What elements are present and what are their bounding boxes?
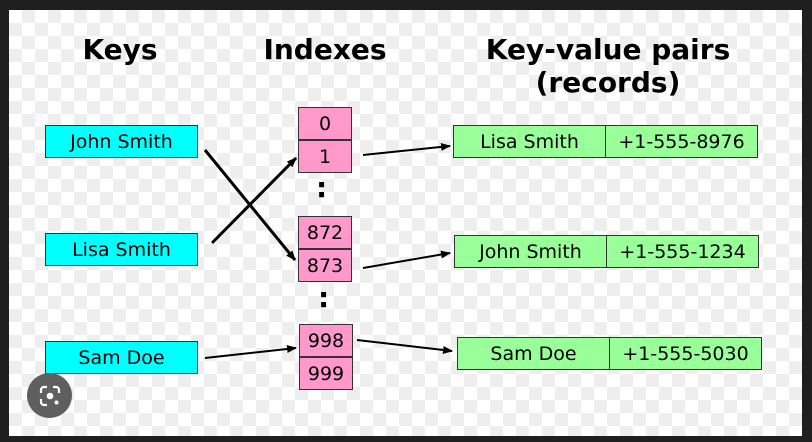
index-cell: 998 — [299, 324, 353, 357]
heading-records: Key-value pairs — [485, 33, 731, 66]
index-cell: 873 — [298, 249, 352, 282]
record-name: Sam Doe — [457, 337, 610, 370]
camera-lens-icon — [39, 385, 60, 406]
arrow — [210, 156, 298, 245]
heading-indexes: Indexes — [263, 33, 387, 66]
ellipsis: : — [316, 171, 328, 204]
key-box: John Smith — [45, 125, 198, 158]
ellipsis: : — [318, 281, 330, 314]
index-cell: 999 — [299, 357, 353, 390]
record-phone: +1-555-1234 — [606, 235, 759, 268]
record-name: Lisa Smith — [453, 125, 606, 158]
arrow — [362, 142, 451, 156]
heading-keys: Keys — [82, 33, 158, 66]
arrow — [356, 339, 453, 354]
arrow — [362, 250, 451, 269]
heading-records-sub: (records) — [535, 66, 681, 99]
arrow — [204, 345, 297, 359]
lens-search-button[interactable] — [27, 373, 72, 418]
record-name: John Smith — [454, 235, 607, 268]
record-phone: +1-555-8976 — [605, 125, 758, 158]
index-cell: 872 — [298, 216, 352, 249]
index-cell: 0 — [298, 107, 352, 140]
index-cell: 1 — [298, 140, 352, 173]
key-box: Lisa Smith — [45, 233, 198, 266]
record-phone: +1-555-5030 — [609, 337, 762, 370]
key-box: Sam Doe — [45, 341, 198, 374]
